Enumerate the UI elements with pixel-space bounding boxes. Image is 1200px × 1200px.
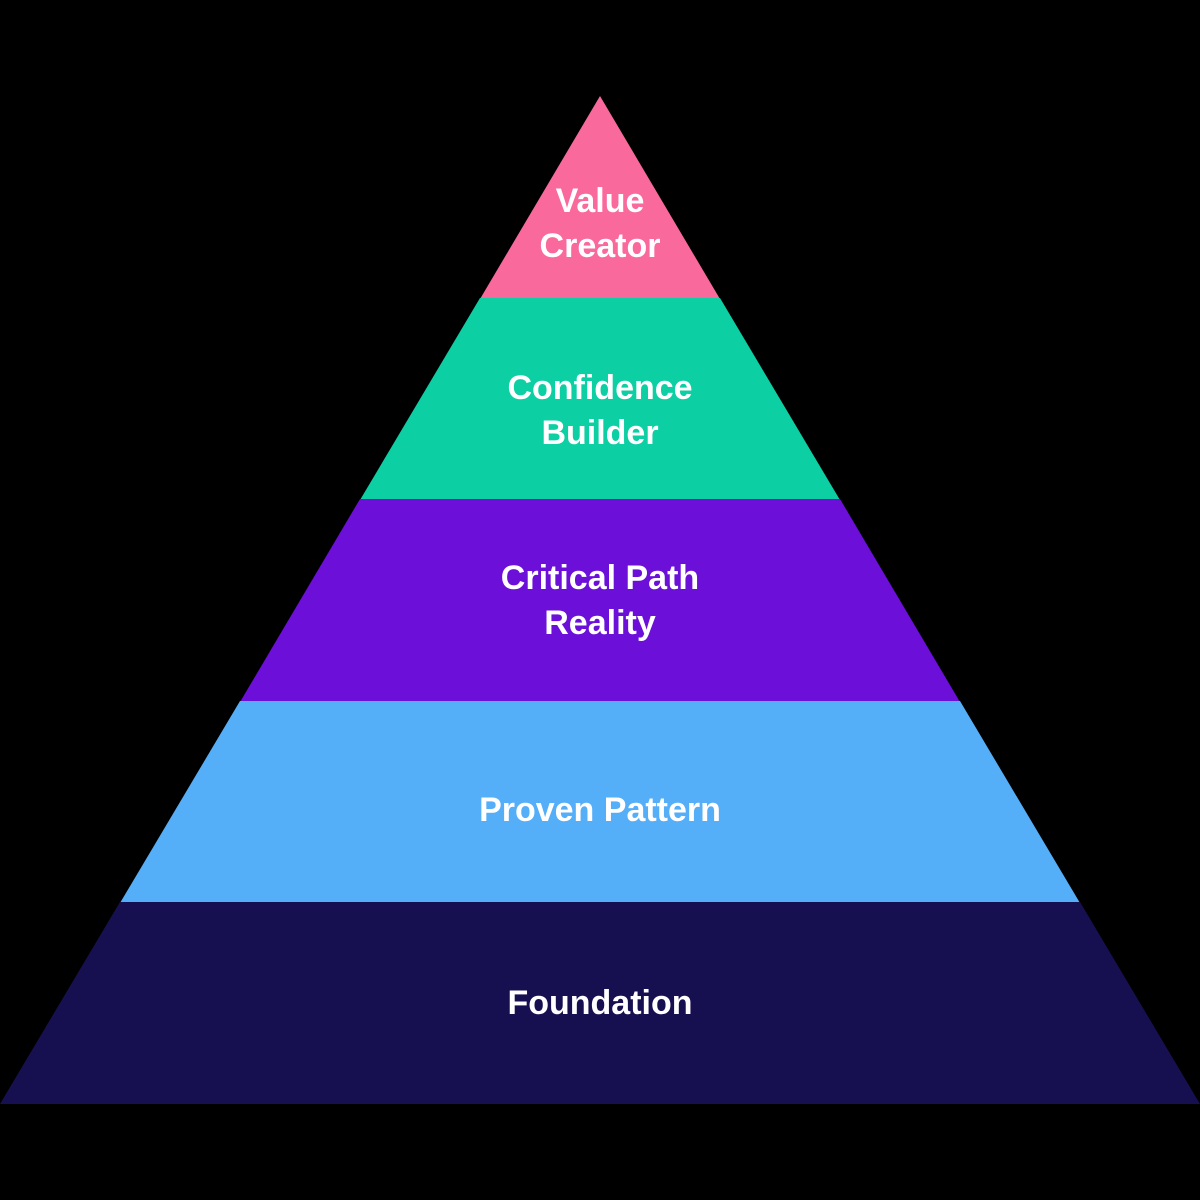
level-label-line: Foundation: [507, 983, 693, 1022]
pyramid-level-proven-pattern: Proven Pattern: [120, 701, 1080, 903]
pyramid-level-value-creator: Value Creator: [480, 96, 720, 299]
level-label-line: Critical Path: [500, 558, 700, 597]
pyramid-level-foundation: Foundation: [0, 902, 1200, 1104]
level-label-line: Builder: [541, 414, 659, 452]
level-label-line: Value: [555, 181, 645, 220]
pyramid-level-confidence-builder: Confidence Builder: [360, 298, 840, 500]
level-label-line: Proven Pattern: [479, 790, 721, 829]
level-label-line: Reality: [544, 603, 656, 642]
level-label-line: Creator: [539, 226, 661, 265]
level-label-line: Confidence: [507, 369, 693, 407]
pyramid-level-critical-path-reality: Critical Path Reality: [240, 499, 960, 702]
